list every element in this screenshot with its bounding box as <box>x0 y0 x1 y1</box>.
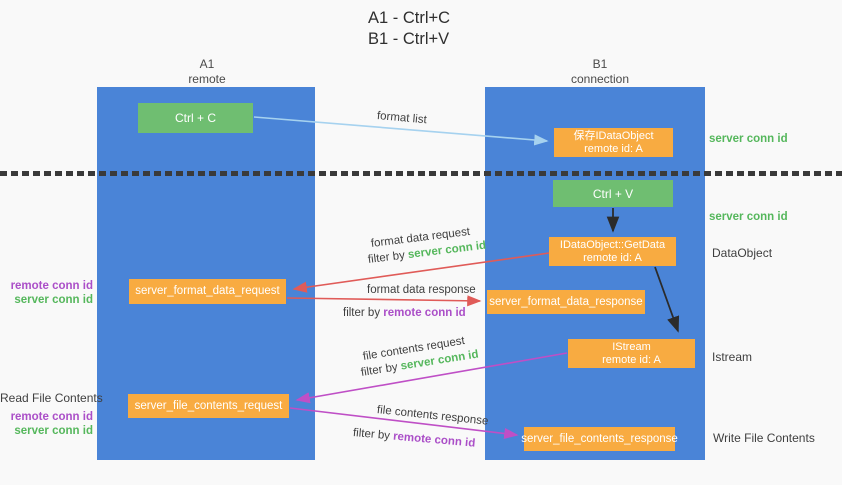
node-save-idataobject: 保存IDataObject remote id: A <box>554 128 673 157</box>
edge-label-file-contents-response: file contents response <box>376 404 489 428</box>
filter-by-text: filter by <box>343 307 384 319</box>
server-file-contents-request-label: server_file_contents_request <box>134 399 283 412</box>
right-label-server-conn-id-2: server conn id <box>709 211 788 223</box>
node-server-format-data-response: server_format_data_response <box>487 290 645 314</box>
lane-a1-subtitle: remote <box>188 72 226 86</box>
server-format-data-response-label: server_format_data_response <box>489 295 643 308</box>
remote-conn-id-text: remote conn id <box>383 307 466 319</box>
lane-header-b1: B1 connection <box>540 57 660 87</box>
left-label-conn-ids-file: remote conn id server conn id <box>0 410 93 438</box>
getdata-line2: remote id: A <box>583 251 642 264</box>
remote-conn-id-text: remote conn id <box>392 430 476 450</box>
filter-by-text: filter by <box>352 427 394 443</box>
node-idataobject-getdata: IDataObject::GetData remote id: A <box>549 237 676 266</box>
remote-conn-id-label: remote conn id <box>10 411 93 423</box>
save-idataobject-line1: 保存IDataObject <box>573 129 654 142</box>
remote-conn-id-label: remote conn id <box>10 280 93 292</box>
server-file-contents-response-label: server_file_contents_response <box>521 432 678 445</box>
filter-by-text: filter by <box>367 249 409 266</box>
arrow-format-data-response <box>286 295 482 307</box>
node-ctrl-v: Ctrl + V <box>553 180 673 207</box>
filter-by-text: filter by <box>360 360 402 379</box>
node-server-file-contents-response: server_file_contents_response <box>521 427 678 451</box>
getdata-line1: IDataObject::GetData <box>559 238 666 251</box>
node-server-file-contents-request: server_file_contents_request <box>128 394 289 418</box>
left-label-conn-ids-format: remote conn id server conn id <box>0 279 93 307</box>
lane-b1-name: B1 <box>592 57 608 71</box>
diagram-title: A1 - Ctrl+C B1 - Ctrl+V <box>368 8 450 50</box>
ctrl-c-label: Ctrl + C <box>174 111 216 125</box>
node-server-format-data-request: server_format_data_request <box>129 279 286 304</box>
dotted-divider-line <box>0 171 842 176</box>
lane-b1-subtitle: connection <box>570 72 630 86</box>
right-label-server-conn-id-1: server conn id <box>709 133 788 145</box>
edge-label-filter-remote-1: filter by remote conn id <box>343 307 466 319</box>
server-conn-id-label: server conn id <box>14 425 93 437</box>
right-label-istream: Istream <box>712 350 753 364</box>
ctrl-v-label: Ctrl + V <box>592 186 634 201</box>
server-conn-id-label: server conn id <box>14 294 93 306</box>
right-label-dataobject: DataObject <box>712 246 773 260</box>
save-idataobject-line2: remote id: A <box>584 142 643 155</box>
edge-label-filter-remote-2: filter by remote conn id <box>352 427 475 450</box>
istream-line2: remote id: A <box>602 353 661 366</box>
node-ctrl-c: Ctrl + C <box>138 103 253 133</box>
node-istream: IStream remote id: A <box>568 339 695 368</box>
left-label-read-file-contents: Read File Contents <box>0 391 103 405</box>
right-label-write-file-contents: Write File Contents <box>713 431 815 445</box>
title-line-1: A1 - Ctrl+C <box>368 9 451 27</box>
edge-label-format-data-response: format data response <box>367 284 476 296</box>
lane-header-a1: A1 remote <box>147 57 267 87</box>
lane-a1-name: A1 <box>199 57 215 71</box>
edge-label-format-list: format list <box>376 110 428 127</box>
title-line-2: B1 - Ctrl+V <box>368 30 450 48</box>
istream-line1: IStream <box>612 340 651 353</box>
server-format-data-request-label: server_format_data_request <box>135 285 280 297</box>
